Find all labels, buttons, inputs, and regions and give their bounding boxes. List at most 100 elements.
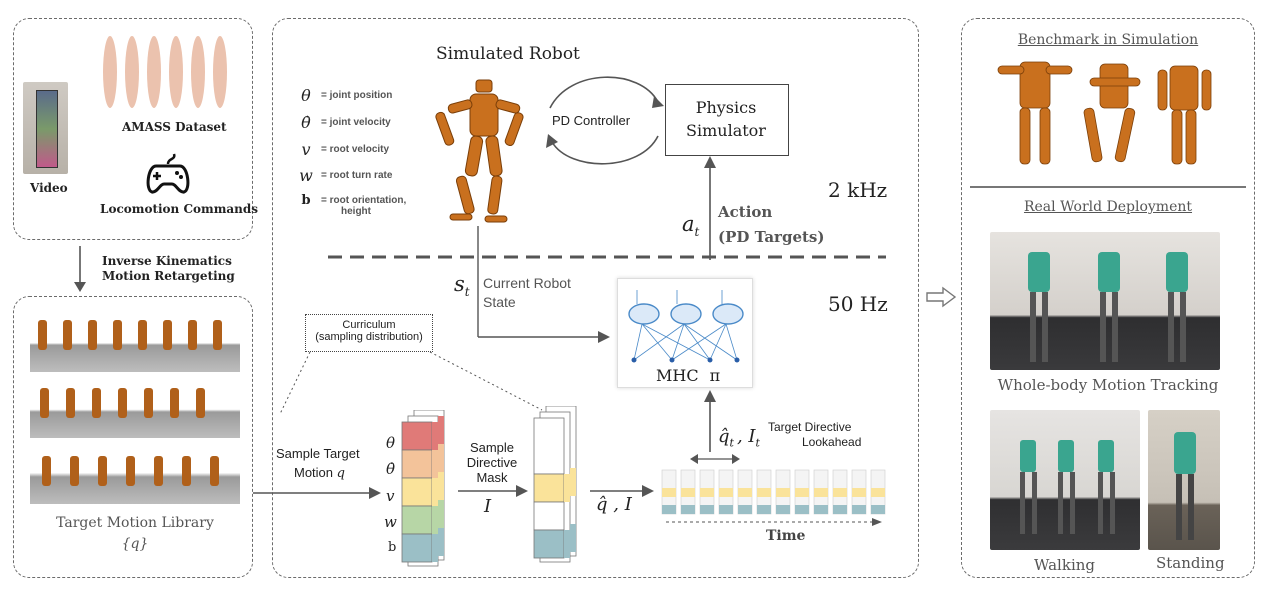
walking-robots (1020, 440, 1115, 534)
results-panel (961, 18, 1255, 578)
state-line2: State (483, 294, 516, 310)
amass-label: AMASS Dataset (122, 120, 227, 134)
state-s: s (454, 272, 465, 296)
legend-symbol: v (301, 140, 311, 159)
stack-label-3: w (384, 513, 397, 531)
library-title: Target Motion Library (56, 515, 214, 531)
legend-symbol: b (301, 193, 311, 208)
benchmark-title: Benchmark in Simulation (1017, 32, 1199, 48)
motion-library-panel (13, 296, 253, 578)
action-line1: Action (718, 203, 773, 221)
td-i: , I (736, 426, 756, 447)
input-sources-panel (13, 18, 253, 240)
legend-symbol: θ (301, 86, 311, 105)
standing-label: Standing (1156, 554, 1225, 572)
pd-controller-loop (546, 76, 664, 165)
results-divider (970, 186, 1246, 188)
retarget-label-line2: Motion Retargeting (102, 269, 235, 283)
target-directive-line1: Target Directive (768, 420, 852, 434)
legend-symbol: w (299, 166, 313, 185)
policy-label: MHC π (656, 366, 720, 385)
policy-symbol: π (709, 366, 721, 385)
freq-low-label: 50 Hz (828, 292, 888, 316)
mask-line3: Mask (476, 470, 508, 485)
benchmark-robots (997, 61, 1212, 165)
freq-high-label: 2 kHz (828, 178, 888, 202)
motion-strip-robots (38, 320, 222, 486)
target-motion-stack (401, 410, 445, 567)
mask-arrow (458, 485, 528, 497)
sample-target-symbol: q (336, 466, 345, 481)
whole-body-robots (1028, 252, 1188, 362)
sample-target-line1: Sample Target (276, 446, 360, 461)
physics-line1: Physics (695, 98, 757, 117)
sample-target-line2: Motion q (294, 465, 345, 481)
stack-label-2: v (386, 487, 395, 505)
masked-output-arrow (590, 485, 654, 497)
legend-text-extra: height (341, 206, 371, 217)
legend-symbol: θ̇ (301, 113, 311, 132)
time-label: Time (766, 528, 806, 544)
locomotion-label: Locomotion Commands (100, 202, 259, 216)
video-label: Video (30, 181, 68, 195)
result-arrow-icon (926, 286, 957, 308)
directive-arrow (704, 390, 716, 452)
td-sub: t (729, 436, 734, 450)
curriculum-line1: Curriculum (342, 319, 396, 331)
sample-target-arrow (253, 487, 381, 499)
physics-simulator-box (665, 84, 789, 156)
retarget-label-line1: Inverse Kinematics (102, 254, 232, 268)
physics-line2: Simulator (686, 121, 766, 140)
target-directive-symbol: q̂t, It (718, 426, 760, 450)
real-world-title: Real World Deployment (1023, 199, 1193, 215)
whole-body-label: Whole-body Motion Tracking (997, 376, 1219, 394)
masked-output-label: q̂ , I (596, 494, 632, 515)
legend-text: = joint position (321, 90, 393, 101)
state-line1: Current Robot (483, 275, 571, 291)
lookahead-window-arrow (690, 454, 740, 464)
legend-row-1: θ̇ = joint velocity (296, 113, 391, 132)
action-a: a (682, 212, 695, 236)
curriculum-dotted-lines (279, 351, 543, 415)
curriculum-line2: (sampling distribution) (315, 331, 423, 343)
simulated-robot-figure (435, 79, 524, 223)
pd-controller-label: PD Controller (552, 113, 631, 128)
standing-robot (1174, 432, 1196, 540)
stack-label-0: θ (386, 434, 396, 452)
action-sub: t (694, 225, 700, 240)
legend-text: = root orientation, (321, 195, 407, 206)
stack-label-1: θ̇ (386, 460, 396, 478)
masked-motion-stack (533, 406, 577, 563)
target-directive-line2: Lookahead (802, 435, 862, 449)
walking-label: Walking (1034, 556, 1096, 574)
td-sub2: t (755, 436, 760, 450)
gamepad-icon (146, 153, 190, 194)
legend-text: = root velocity (321, 144, 390, 155)
state-sub: t (464, 285, 470, 300)
amass-dataset-figures (103, 36, 227, 108)
legend-text: = root turn rate (321, 170, 393, 181)
action-line2: (PD Targets) (718, 228, 825, 246)
frequency-divider (328, 255, 886, 259)
sim-title: Simulated Robot (436, 44, 580, 64)
legend-row-2: v = root velocity (296, 140, 389, 159)
neural-network-diagram (628, 290, 744, 363)
lookahead-timeline (661, 469, 886, 526)
policy-name: MHC (656, 366, 699, 385)
action-arrow (704, 156, 716, 260)
mask-symbol: I (484, 496, 492, 517)
action-symbol: at (682, 212, 699, 239)
td-q: q̂ (718, 426, 730, 447)
stack-label-4: b (388, 540, 397, 555)
legend-row-4: b = root orientation, (296, 193, 406, 208)
legend-row-0: θ = joint position (296, 86, 392, 105)
curriculum-box: Curriculum (sampling distribution) (305, 314, 433, 352)
training-pipeline-panel (272, 18, 919, 578)
state-symbol: st (454, 272, 470, 299)
library-symbol: {q} (121, 536, 149, 552)
retarget-arrow (74, 246, 86, 292)
mask-line1: Sample (469, 440, 515, 455)
mask-line2: Directive (466, 455, 518, 470)
legend-text: = joint velocity (321, 117, 391, 128)
sample-target-motion: Motion (294, 465, 334, 480)
